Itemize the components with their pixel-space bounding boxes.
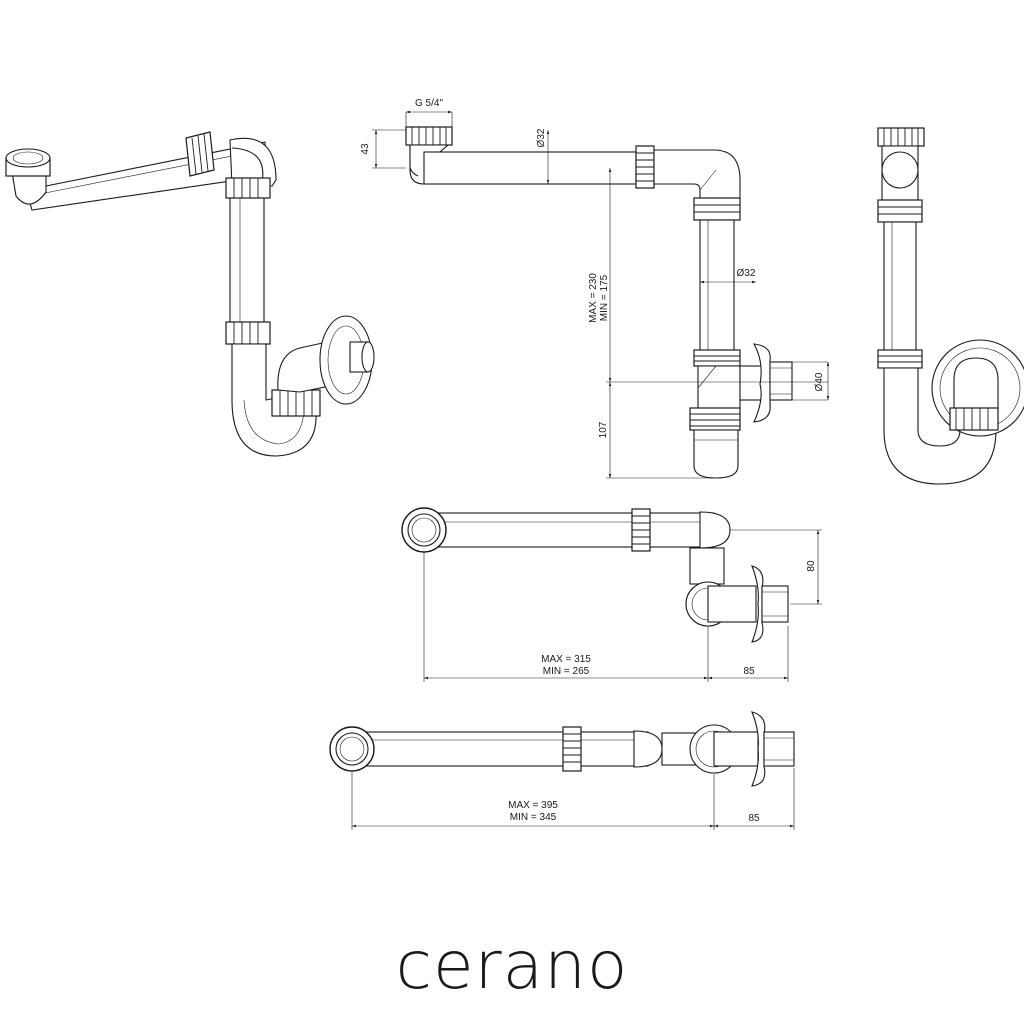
brand-logo: cerano: [396, 927, 629, 1004]
depth-80-label: 80: [806, 560, 817, 572]
min-175-label: MIN = 175: [599, 274, 610, 321]
thread-size-label: G 5/4": [415, 98, 443, 109]
isometric-view: [5, 131, 375, 457]
side-view: [877, 127, 1024, 485]
max-315-label: MAX = 315: [541, 654, 591, 665]
height-107-label: 107: [598, 421, 609, 438]
diameter-40-label: Ø40: [814, 372, 825, 391]
front-elevation-view: [405, 126, 793, 479]
diameter-32-side-label: Ø32: [737, 268, 756, 279]
max-395-label: MAX = 395: [508, 800, 558, 811]
plan-view-compact: [401, 507, 789, 643]
plan-view-extended: [329, 711, 795, 787]
plan-view-extended-dimensions: MAX = 395 MIN = 345 85: [351, 768, 795, 830]
width-85-top-label: 85: [743, 666, 755, 677]
min-265-label: MIN = 265: [543, 666, 590, 677]
min-345-label: MIN = 345: [510, 812, 557, 823]
diameter-32-top-label: Ø32: [536, 128, 547, 147]
plan-view-compact-dimensions: MAX = 315 MIN = 265 85 80: [423, 529, 822, 682]
max-230-label: MAX = 230: [588, 273, 599, 323]
front-elevation-dimensions: G 5/4" 43 Ø32 MAX = 230 MIN = 175 107 Ø3…: [360, 98, 830, 479]
height-43-label: 43: [360, 143, 371, 155]
width-85-bottom-label: 85: [748, 813, 760, 824]
